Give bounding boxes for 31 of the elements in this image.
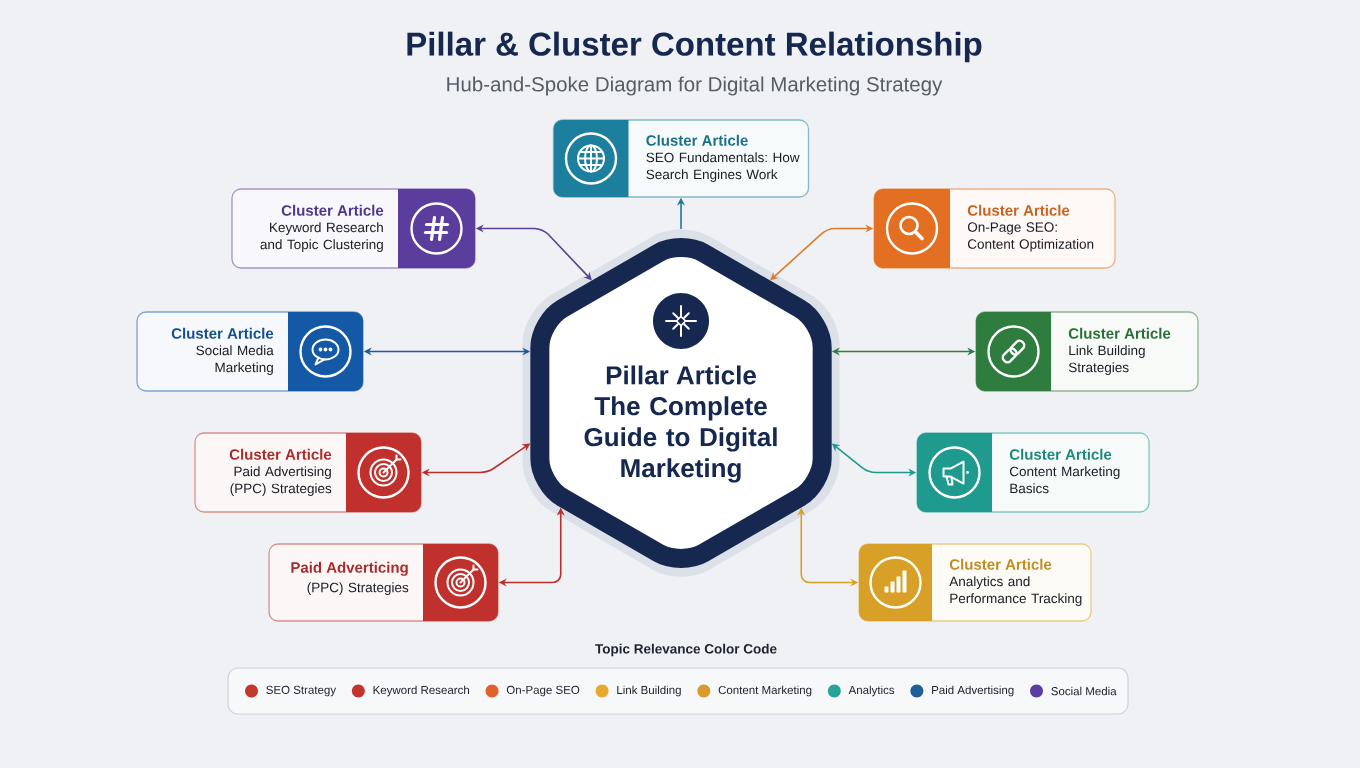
legend-label: Content Marketing	[718, 685, 812, 697]
card-heading: Cluster Article	[1009, 448, 1112, 460]
legend-label: On-Page SEO	[506, 685, 580, 697]
card-heading: Cluster Article	[281, 204, 384, 216]
diagram-title: Pillar & Cluster Content Relationship	[407, 31, 982, 63]
legend-label: Social Media	[1051, 686, 1117, 696]
card-text: SEO Fundamentals: How Search Engines Work	[646, 152, 800, 182]
legend-label: Analytics	[848, 685, 895, 697]
card-heading: Cluster Article	[949, 558, 1052, 570]
card-text: On-Page SEO: Content Optimization	[967, 222, 1094, 252]
card-text: Content Marketing Basics	[1009, 466, 1120, 494]
legend-label: Paid Advertising	[932, 685, 1014, 697]
card-text: Link Building Strategies	[1068, 345, 1145, 375]
card-text: Social Media Marketing	[196, 345, 274, 375]
subtitle: Hub-and-Spoke Diagram for Digital Marketing Strategy	[447, 76, 943, 96]
card-heading: Cluster Article	[171, 327, 274, 339]
card-heading: Cluster Article	[229, 448, 332, 460]
legend-label: Keyword Research	[373, 685, 469, 697]
card-heading: Cluster Article	[646, 134, 748, 146]
card-heading: Paid Adverticing	[291, 561, 408, 576]
legend-label: SEO Strategy	[266, 685, 337, 697]
card-heading: Cluster Article	[1068, 327, 1171, 339]
hub-heading: Pillar Article	[606, 365, 756, 385]
card-text: Keyword Research and Topic Clustering	[260, 222, 383, 252]
legend-label: Link Building	[617, 685, 681, 697]
card-text: (PPC) Strategies	[307, 582, 409, 595]
legend-title: Topic Relevance Color Code	[595, 643, 777, 657]
card-text: Paid Advertising (PPC) Strategies	[230, 466, 332, 496]
hub-title: The Complete Guide to Digital Marketing	[584, 396, 777, 483]
card-text: Analytics and Performance Tracking	[949, 576, 1082, 606]
card-heading: Cluster Article	[967, 204, 1070, 216]
